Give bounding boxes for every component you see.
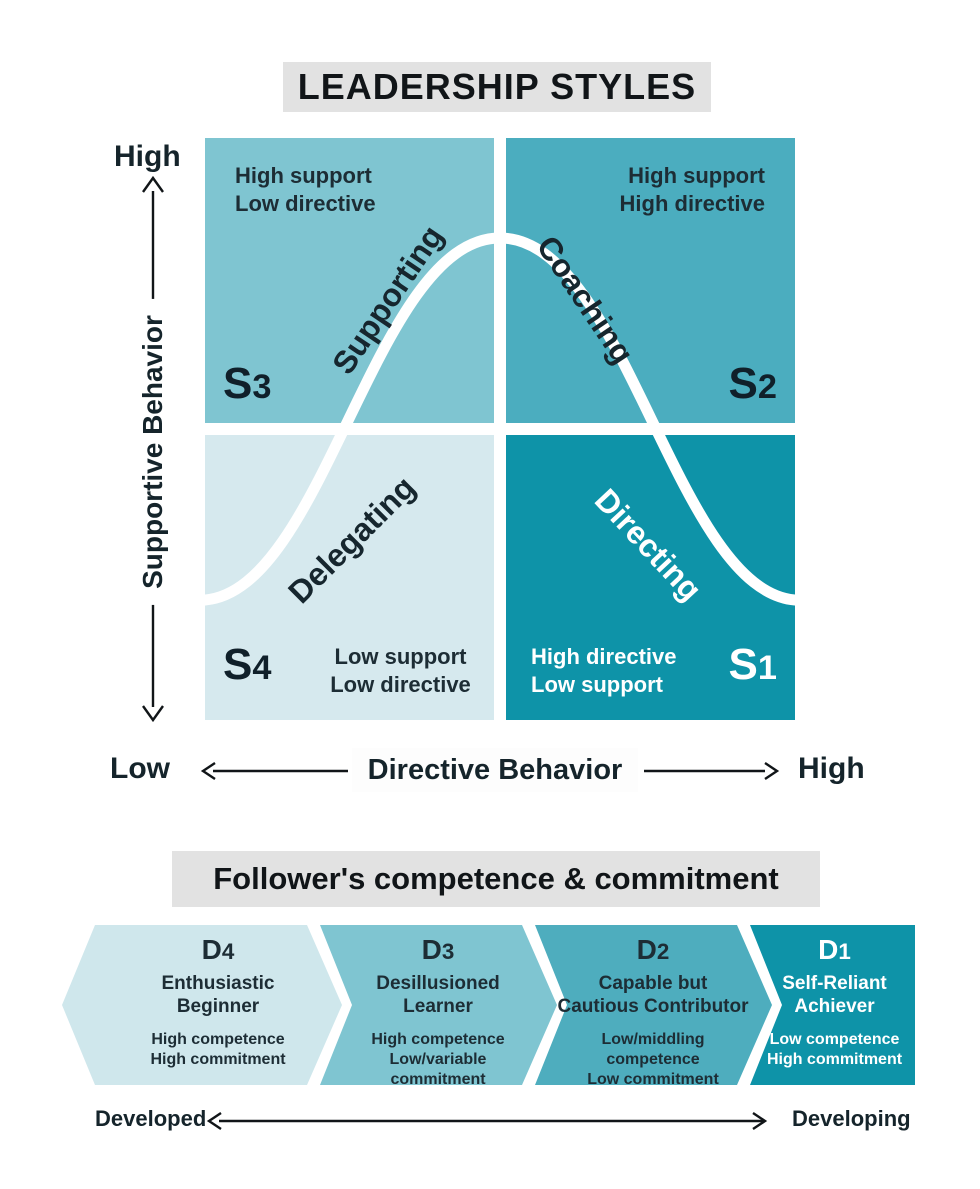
- stage-d4: D4 Enthusiastic Beginner High competence…: [118, 934, 318, 1070]
- stage-traits: Low/middling competence Low commitment: [587, 1030, 719, 1088]
- stage-d2: D2 Capable but Cautious Contributor Low/…: [548, 934, 758, 1090]
- stage-name: Desillusioned Learner: [376, 973, 500, 1017]
- quadrant-s3-description: High support Low directive: [235, 163, 376, 216]
- quadrant-matrix: High support Low directive High support …: [205, 138, 795, 720]
- stage-code-d4: D4: [201, 934, 235, 965]
- development-double-arrow-icon: [206, 1112, 768, 1130]
- stage-d3: D3 Desillusioned Learner High competence…: [338, 934, 538, 1090]
- development-ribbon: [62, 925, 915, 1085]
- follower-section-header: Follower's competence & commitment: [172, 851, 820, 907]
- stage-name: Enthusiastic Beginner: [161, 973, 275, 1017]
- stage-traits: High competence High commitment: [150, 1030, 286, 1068]
- quadrant-code-s2: S2: [728, 359, 777, 408]
- stage-d1-shape: [750, 925, 915, 1085]
- stage-d2-shape: [535, 925, 772, 1085]
- stage-code-d2: D2: [636, 934, 670, 965]
- stage-code-d1: D1: [818, 934, 851, 965]
- stage-traits: Low competence High commitment: [766, 1030, 903, 1068]
- stage-traits: High competence Low/variable commitment: [371, 1030, 505, 1088]
- y-axis-title: Supportive Behavior: [131, 299, 175, 605]
- x-axis-right-arrow-icon: [644, 762, 780, 780]
- stage-name: Capable but Cautious Contributor: [557, 973, 749, 1017]
- y-axis-high-label: High: [114, 140, 181, 173]
- quadrant-s2-description: High support High directive: [619, 163, 765, 216]
- stage-d4-shape: [62, 925, 342, 1085]
- x-axis-title: Directive Behavior: [352, 748, 638, 792]
- page-title: LEADERSHIP STYLES: [283, 62, 711, 112]
- quadrant-s4-description: Low support Low directive: [330, 644, 471, 697]
- stage-name: Self-Reliant Achiever: [782, 973, 887, 1017]
- x-axis-low-label: Low: [110, 752, 170, 785]
- developed-label: Developed: [95, 1106, 207, 1131]
- developing-label: Developing: [792, 1106, 911, 1131]
- quadrant-s1-description: High directive Low support: [531, 644, 677, 697]
- stage-code-d3: D3: [421, 934, 455, 965]
- x-axis-left-arrow-icon: [200, 762, 348, 780]
- quadrant-code-s1: S1: [728, 640, 777, 689]
- stage-d3-shape: [320, 925, 557, 1085]
- stage-d1: D1 Self-Reliant Achiever Low competence …: [742, 934, 927, 1070]
- x-axis-high-label: High: [798, 752, 865, 785]
- quadrant-code-s4: S4: [223, 640, 272, 689]
- quadrant-code-s3: S3: [223, 359, 272, 408]
